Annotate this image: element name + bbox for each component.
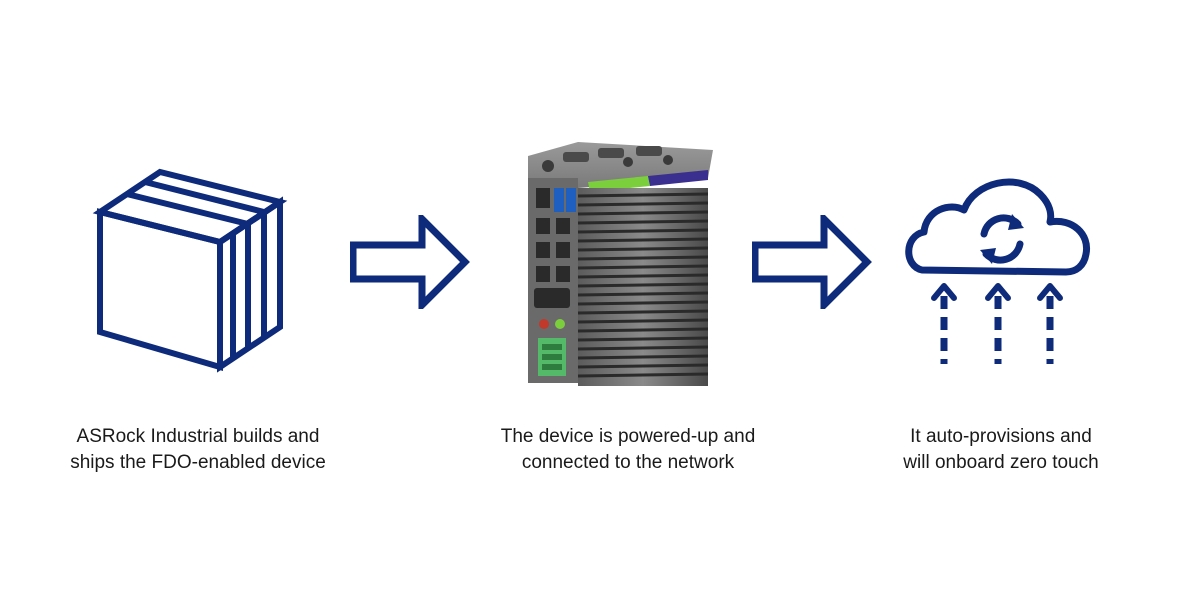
caption-line: It auto-provisions and [910,426,1092,447]
caption-line: will onboard zero touch [903,452,1099,473]
right-arrow-icon [350,215,470,309]
caption-line: The device is powered-up and [500,426,756,447]
caption-line: connected to the network [521,452,735,473]
step-2-caption: The device is powered-up and connected t… [458,424,798,476]
caption-line: ships the FDO-enabled device [70,452,326,473]
package-box-icon [92,168,288,373]
industrial-pc-device-image [528,142,713,386]
caption-line: ASRock Industrial builds and [76,426,320,447]
step-1-caption: ASRock Industrial builds and ships the F… [28,424,368,476]
cloud-sync-icon [905,178,1091,364]
right-arrow-icon [752,215,872,309]
step-3-caption: It auto-provisions and will onboard zero… [831,424,1171,476]
